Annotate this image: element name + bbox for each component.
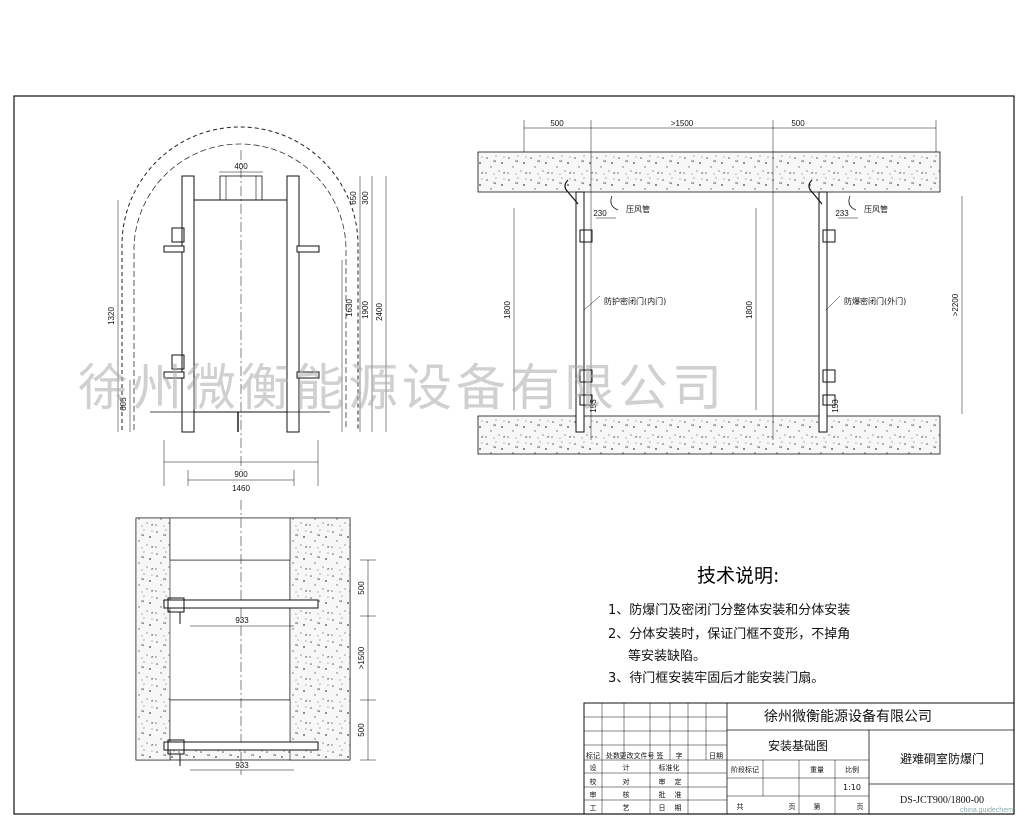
tb-stage-cell: 阶段标记 (731, 765, 759, 774)
tb-role-cell: 审 (590, 790, 597, 799)
tb-stage-cell: 比例 (845, 765, 859, 774)
dim-plan-top-width: 933 (235, 616, 249, 625)
dim-plan-bottom-width: 933 (235, 761, 249, 770)
tb-role-cell: 日 (659, 804, 666, 812)
dim-inner-width: 900 (234, 470, 248, 479)
label-air-pipe-right: 压风管 (864, 204, 888, 214)
note-item-2: 2、分体安装时，保证门框不变形，不掉角 (608, 626, 850, 642)
label-outer-door: 防爆密闭门(外门) (844, 296, 906, 306)
tb-header-cell: 处数 (606, 751, 620, 760)
dim-outer-width: 1460 (232, 484, 250, 493)
dim-gap-right: 233 (835, 209, 849, 218)
tb-role-cell: 计 (623, 763, 630, 772)
notes-title: 技术说明: (697, 565, 779, 587)
tb-header-cell: 签 (657, 751, 664, 760)
tb-stage-cell: 重量 (810, 766, 824, 774)
tb-role-cell: 定 (675, 777, 682, 786)
dim-height-left: 1800 (503, 301, 512, 319)
dim-section-right: 500 (791, 119, 805, 128)
drawing-frame (13, 95, 1015, 815)
tb-header-cell: 字 (676, 751, 683, 760)
dim-gap-left: 230 (593, 209, 607, 218)
title-block-drawing-no: DS-JCT900/1800-00 (900, 795, 984, 806)
dim-left-605: 605 (119, 397, 128, 411)
dim-height-mid: 1800 (745, 301, 754, 319)
dim-bottom-left: 153 (589, 399, 598, 413)
tb-sheet-cell: 页 (789, 803, 796, 811)
title-block-header-cells: 标记 处数 更改文件号 签 字 日期 (586, 751, 723, 760)
dim-bottom-right: 153 (831, 399, 840, 413)
tb-sheet-cell: 第 (814, 802, 821, 811)
title-block-company: 徐州微衡能源设备有限公司 (764, 708, 932, 725)
tb-role-cell: 标准化 (659, 763, 680, 772)
tb-role-cell: 批 (659, 790, 666, 799)
dim-right-1900: 1900 (361, 301, 370, 319)
note-item-2-cont: 等安装缺陷。 (628, 648, 706, 664)
tb-header-cell: 标记 (586, 751, 600, 760)
dim-height-right: >2200 (951, 293, 960, 316)
dim-right-2400: 2400 (375, 303, 384, 321)
technical-notes: 技术说明: 1、防爆门及密闭门分整体安装和分体安装 2、分体安装时，保证门框不变… (608, 565, 850, 686)
section-view: 500 >1500 500 230 233 1800 1800 >2200 15… (477, 119, 963, 455)
label-air-pipe-left: 压风管 (626, 204, 650, 214)
title-block-product-name: 避难硐室防爆门 (900, 751, 984, 766)
tb-role-cell: 设 (590, 763, 597, 772)
dim-plan-v-mid: >1500 (357, 646, 366, 669)
dim-left-1320: 1320 (107, 307, 116, 325)
tb-role-cell: 校 (590, 777, 597, 786)
tb-sheet-cell: 共 (737, 802, 744, 811)
title-block-role-rows: 设 计 标准化 校 对 审 定 审 核 批 准 工 艺 日 期 (590, 763, 682, 812)
dim-section-middle: >1500 (671, 119, 694, 128)
tb-header-cell: 日期 (709, 752, 723, 760)
dim-section-left: 500 (550, 119, 564, 128)
label-inner-door: 防护密闭门(内门) (604, 296, 666, 306)
title-block-stage-cells: 阶段标记 重量 比例 (731, 765, 859, 774)
dim-plan-v-top: 500 (357, 581, 366, 595)
tb-sheet-cell: 页 (857, 803, 864, 811)
dim-right-650: 650 (349, 191, 358, 205)
dim-top-400: 400 (234, 162, 248, 171)
title-block-sheet-cells: 共 页 第 页 (737, 802, 864, 811)
tb-role-cell: 期 (675, 804, 682, 812)
front-elevation-view: 400 900 1460 1320 605 650 300 1630 1900 … (107, 126, 387, 493)
dim-plan-v-bottom: 500 (357, 723, 366, 737)
tb-role-cell: 艺 (623, 804, 630, 812)
source-watermark: china.guidechem (960, 807, 1013, 814)
tb-role-cell: 准 (675, 790, 682, 799)
title-block-scale: 1:10 (843, 783, 861, 792)
tb-header-cell: 更改文件号 (620, 751, 655, 760)
title-block-drawing-name: 安装基础图 (768, 738, 828, 753)
plan-view: 933 933 500 >1500 500 (135, 500, 376, 775)
tb-role-cell: 核 (623, 790, 630, 799)
note-item-3: 3、待门框安装牢固后才能安装门扇。 (608, 670, 824, 686)
tb-role-cell: 工 (590, 804, 597, 812)
tb-role-cell: 审 (659, 777, 666, 786)
company-watermark: 徐州微衡能源设备有限公司 (78, 359, 726, 417)
dim-right-300: 300 (361, 191, 370, 205)
title-block (583, 702, 1015, 815)
tb-role-cell: 对 (623, 777, 630, 786)
note-item-1: 1、防爆门及密闭门分整体安装和分体安装 (608, 602, 850, 618)
dim-right-1630: 1630 (345, 299, 354, 317)
